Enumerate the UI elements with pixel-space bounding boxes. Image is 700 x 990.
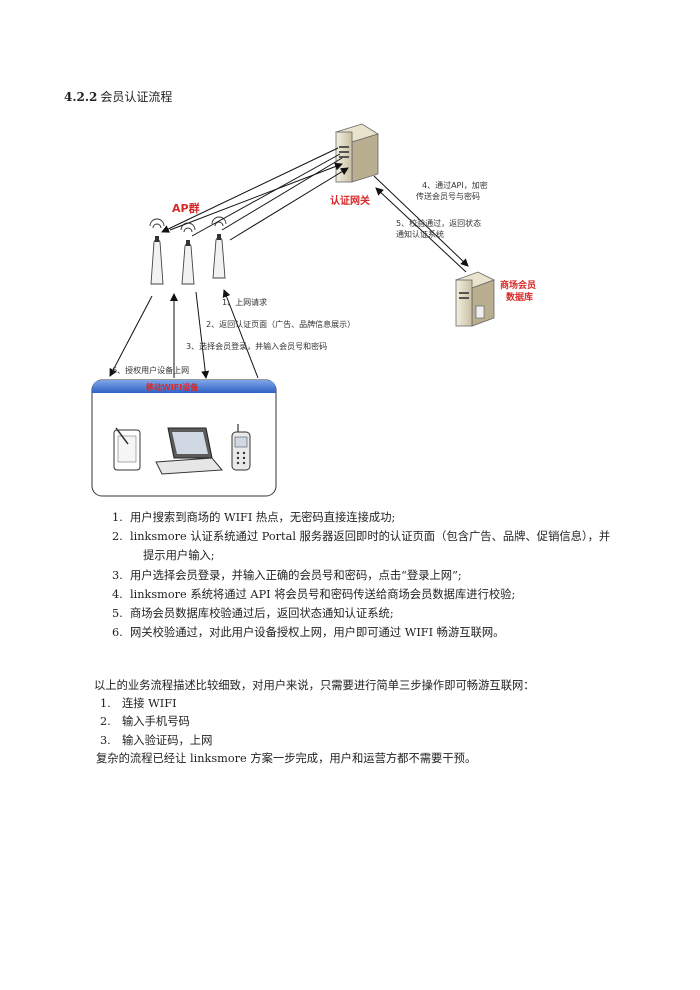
flow-1-label: 1、上网请求 bbox=[222, 297, 267, 307]
step-number: 6. bbox=[112, 626, 123, 640]
laptop-icon bbox=[155, 427, 224, 475]
flow-arrow-3 bbox=[222, 289, 259, 379]
mobile-phone-icon bbox=[231, 424, 251, 471]
gateway-server-icon bbox=[335, 123, 379, 183]
step-number: 3. bbox=[112, 568, 123, 582]
flow-arrow-4 bbox=[373, 175, 469, 267]
tablet-icon bbox=[113, 427, 141, 471]
step-number: 5. bbox=[112, 607, 123, 621]
flow-2-label: 2、返回认证页面（广告、品牌信息展示） bbox=[206, 319, 355, 329]
simple-steps-list: 1. 连接 WIFI 2. 输入手机号码 3. 输入验证码，上网 bbox=[94, 695, 535, 750]
auth-flow-diagram: 认证网关 商场会员 数据库 AP群 4、通过API，加密 传送会员号与密码 bbox=[91, 123, 536, 497]
flow-arrow-2 bbox=[195, 291, 210, 379]
summary-closing: 复杂的流程已经让 linksmore 方案一步完成，用户和运营方都不需要干预。 bbox=[96, 751, 477, 765]
summary-intro: 以上的业务流程描述比较细致，对用户来说，只需要进行简单三步操作即可畅游互联网： bbox=[94, 679, 535, 692]
step-number: 1. bbox=[100, 697, 111, 711]
process-steps-list: 1. 用户搜索到商场的 WIFI 热点，无密码直接连接成功; 2. linksmor… bbox=[112, 508, 652, 642]
section-number: 4.2.2 bbox=[64, 90, 98, 104]
step-number: 4. bbox=[112, 587, 123, 601]
flow-5-label: 5、校验通过，返回状态 bbox=[396, 218, 481, 228]
step-text: 网关校验通过，对此用户设备授权上网，用户即可通过 WIFI 畅游互联网。 bbox=[130, 626, 505, 640]
access-point-icon bbox=[211, 216, 227, 279]
flow-arrow-6 bbox=[109, 295, 153, 377]
database-server-icon bbox=[454, 271, 496, 327]
list-item: 6. 网关校验通过，对此用户设备授权上网，用户即可通过 WIFI 畅游互联网。 bbox=[112, 623, 652, 642]
list-item: 3. 输入验证码，上网 bbox=[94, 732, 535, 750]
flow-4-label: 4、通过API，加密 bbox=[422, 180, 488, 190]
step-text: linksmore 认证系统通过 Portal 服务器返回即时的认证页面（包含广… bbox=[130, 530, 611, 544]
flow-line bbox=[191, 153, 341, 237]
device-group-label: 移动WIFI设备 bbox=[146, 382, 199, 392]
step-text: 输入验证码，上网 bbox=[122, 733, 213, 747]
flow-arrow-5 bbox=[375, 187, 467, 273]
list-item: 1. 连接 WIFI bbox=[94, 695, 535, 713]
step-text-continued: 提示用户输入; bbox=[143, 549, 215, 563]
database-label-line2: 数据库 bbox=[506, 291, 533, 303]
access-point-icon bbox=[180, 222, 196, 285]
step-text: 连接 WIFI bbox=[122, 697, 177, 711]
flow-line bbox=[221, 157, 343, 231]
step-text: 用户选择会员登录，并输入正确的会员号和密码，点击“登录上网”; bbox=[130, 568, 462, 582]
step-text: linksmore 系统将通过 API 将会员号和密码传送给商场会员数据库进行校… bbox=[130, 587, 516, 601]
list-item: 5. 商场会员数据库校验通过后，返回状态通知认证系统; bbox=[112, 604, 652, 623]
ap-group-label: AP群 bbox=[172, 201, 200, 215]
step-text: 输入手机号码 bbox=[122, 715, 190, 729]
flow-arrow bbox=[229, 167, 349, 241]
step-text: 用户搜索到商场的 WIFI 热点，无密码直接连接成功; bbox=[130, 511, 396, 524]
step-number: 2. bbox=[100, 715, 111, 729]
step-number: 2. bbox=[112, 530, 123, 544]
flow-arrow bbox=[161, 147, 339, 233]
list-item: 1. 用户搜索到商场的 WIFI 热点，无密码直接连接成功; bbox=[112, 508, 652, 527]
flow-3-label: 3、选择会员登录，并输入会员号和密码 bbox=[186, 341, 327, 351]
list-item: 4. linksmore 系统将通过 API 将会员号和密码传送给商场会员数据库进… bbox=[112, 585, 652, 604]
list-item: 2. linksmore 认证系统通过 Portal 服务器返回即时的认证页面（包… bbox=[112, 527, 652, 565]
section-title: 会员认证流程 bbox=[100, 90, 173, 104]
database-label-line1: 商场会员 bbox=[500, 279, 536, 291]
step-text: 商场会员数据库校验通过后，返回状态通知认证系统; bbox=[130, 607, 394, 621]
list-item: 2. 输入手机号码 bbox=[94, 713, 535, 731]
summary-section: 以上的业务流程描述比较细致，对用户来说，只需要进行简单三步操作即可畅游互联网： … bbox=[94, 677, 535, 768]
flow-5-label-2: 通知认证系统 bbox=[396, 229, 444, 239]
flow-6-label: 6、授权用户设备上网 bbox=[112, 365, 189, 375]
flow-arrow bbox=[169, 162, 343, 231]
gateway-label: 认证网关 bbox=[330, 194, 370, 207]
flow-4-label-2: 传送会员号与密码 bbox=[416, 191, 480, 201]
access-point-icon bbox=[149, 218, 165, 285]
step-number: 1. bbox=[112, 511, 123, 524]
step-number: 3. bbox=[100, 733, 111, 747]
list-item: 3. 用户选择会员登录，并输入正确的会员号和密码，点击“登录上网”; bbox=[112, 566, 652, 585]
